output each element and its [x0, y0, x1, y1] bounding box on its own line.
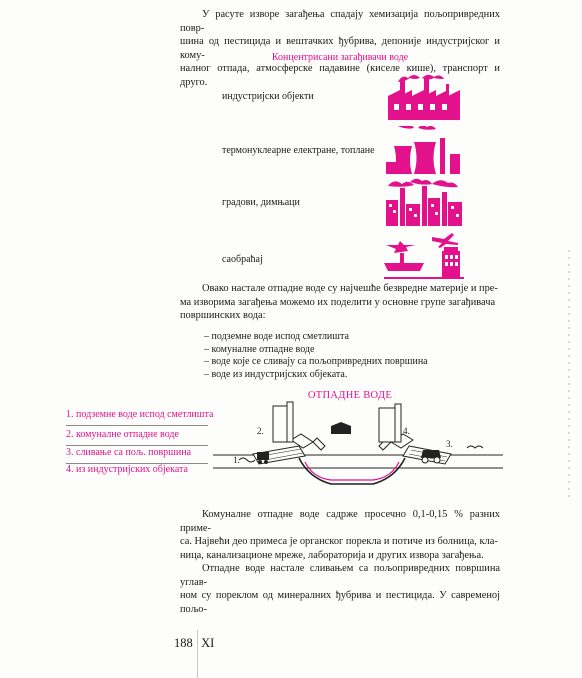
text-line: Отпадне воде настале сливањем са пољопри…	[180, 563, 500, 588]
footer-divider	[197, 630, 198, 678]
page-number: 188	[174, 636, 193, 650]
city-chimneys-icon	[386, 178, 462, 226]
diagram-number-3: 3.	[446, 439, 453, 449]
paragraph-wastewater-groups: Овако настале отпадне воде су најчешће б…	[180, 282, 500, 323]
page-edge-dots	[568, 250, 570, 500]
legend-item-3: 3. сливање са пољ. површина	[66, 447, 192, 458]
legend-item-2: 2. комуналне отпадне воде	[66, 429, 179, 440]
text-line: са. Највећи део примеса је органског пор…	[180, 536, 498, 547]
divider	[66, 463, 208, 464]
source-label-power-plants: термонуклеарне електране, топлане	[222, 145, 375, 156]
source-label-cities: градови, димњаци	[222, 197, 300, 208]
text-line: Овако настале отпадне воде су најчешће б…	[202, 283, 498, 294]
wastewater-groups-list: – подземне воде испод сметлишта – комуна…	[204, 331, 428, 381]
traffic-icon	[384, 233, 464, 279]
pollutant-section-title: Концентрисани загађивачи воде	[271, 52, 409, 63]
page-footer: 188 XI	[174, 636, 214, 651]
text-line: Комуналне отпадне воде садрже просечно 0…	[180, 509, 500, 534]
text-line: ница, канализационе мреже, лабораторија …	[180, 549, 484, 561]
list-item: – комуналне отпадне воде	[204, 343, 315, 355]
source-label-industry: индустријски објекти	[222, 91, 314, 102]
list-item: – подземне воде испод сметлишта	[204, 331, 349, 342]
text-line: шина од пестицида и вештачких ђубрива, д…	[180, 36, 500, 61]
divider	[66, 445, 208, 446]
legend-item-4: 4. из индустријских објеката	[66, 464, 188, 475]
diagram-number-4: 4.	[403, 426, 410, 436]
diagram-number-2: 2.	[257, 426, 264, 436]
legend-item-1: 1. подземне воде испод сметлишта	[66, 409, 214, 420]
list-item: – воде из индустријских објеката.	[204, 368, 348, 380]
diagram-number-1: 1.	[233, 455, 240, 465]
divider	[66, 425, 208, 426]
text-line: У расуте изворе загађења спадају хемизац…	[180, 9, 500, 34]
text-line: ном су пореклом од минералних ђубрива и …	[180, 590, 500, 615]
paragraph-municipal-wastewater: Комуналне отпадне воде садрже просечно 0…	[180, 508, 500, 616]
source-label-traffic: саобраћај	[222, 254, 263, 265]
list-item: – воде које се сливају са пољопривредних…	[204, 356, 428, 368]
wastewater-diagram: 1. 2. 3. 4.	[213, 401, 503, 485]
paragraph-diffuse-sources: У расуте изворе загађења спадају хемизац…	[180, 8, 500, 89]
power-plant-icon	[386, 126, 460, 174]
text-line: налног отпада, атмосферске падавине (кис…	[180, 63, 500, 88]
factory-icon	[388, 74, 460, 120]
text-line: ма изворима загађења можемо их поделити …	[180, 296, 496, 308]
section-marker: XI	[201, 636, 215, 650]
text-line: површинских вода:	[180, 310, 266, 321]
wastewater-title: ОТПАДНЕ ВОДЕ	[307, 390, 393, 401]
